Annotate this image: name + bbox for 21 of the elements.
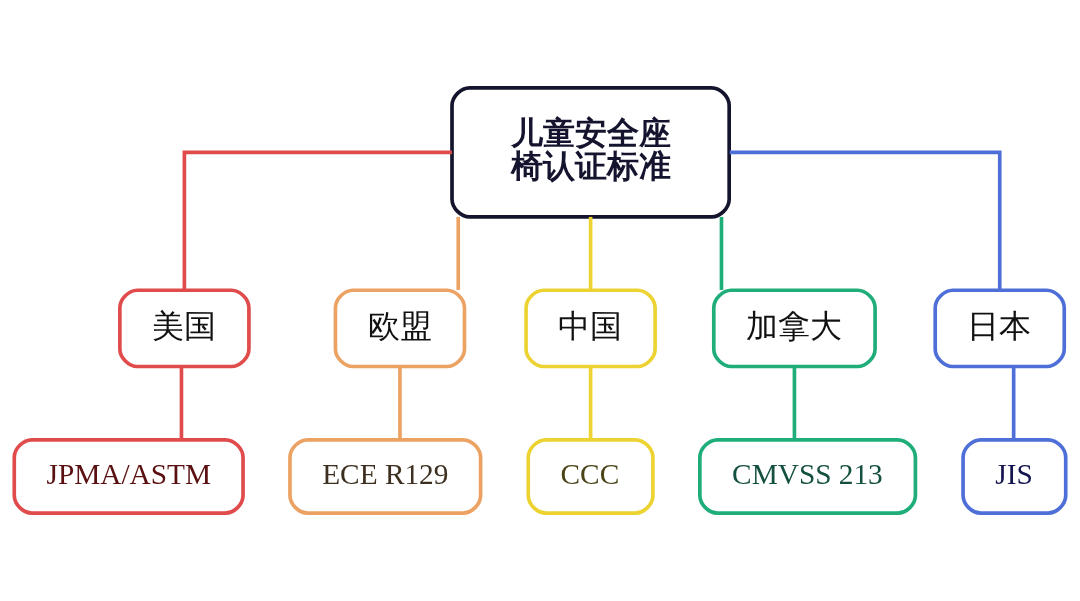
node-box: 儿童安全座椅认证标准 [450, 86, 731, 219]
node-box: 中国 [524, 288, 657, 369]
connector [1011, 366, 1016, 440]
node-box: JPMA/ASTM [12, 437, 245, 515]
connector [719, 216, 724, 290]
node-box: JIS [961, 437, 1068, 515]
node-box: CMVSS 213 [698, 437, 918, 515]
node-box: 日本 [933, 288, 1067, 369]
connector [729, 150, 1002, 291]
connector [182, 150, 452, 291]
node-box: CCC [526, 437, 655, 515]
connector [588, 366, 593, 440]
node-box: 加拿大 [711, 288, 877, 369]
node-box: 欧盟 [333, 288, 467, 369]
connector [588, 216, 593, 290]
connector [456, 216, 461, 290]
connector [792, 366, 797, 440]
connector [398, 366, 402, 440]
node-box: 美国 [118, 288, 251, 369]
connector [179, 366, 184, 440]
node-box: ECE R129 [288, 437, 483, 515]
